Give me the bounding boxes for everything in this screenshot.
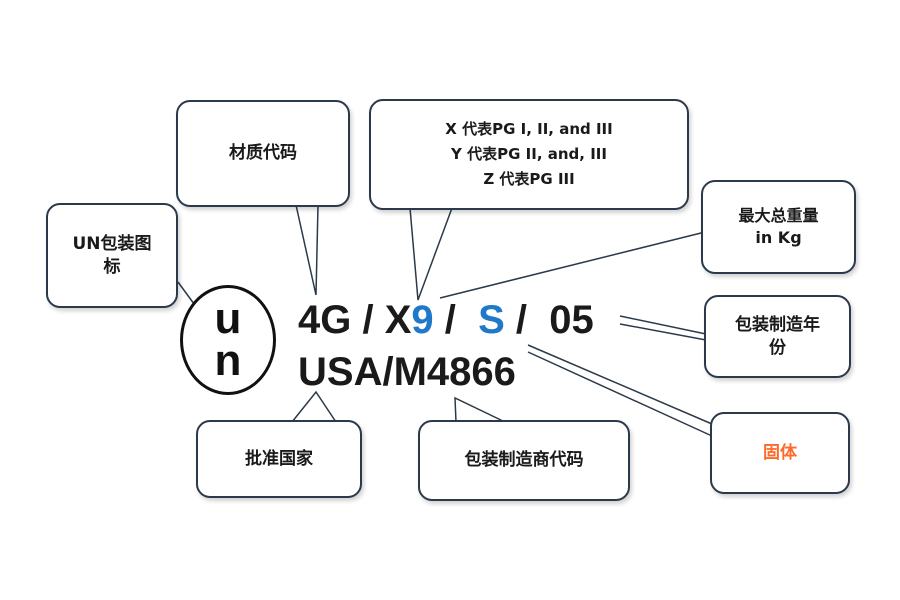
callout-country: 批准国家 bbox=[196, 420, 362, 498]
callout-gross-weight-line-1: 最大总重量 bbox=[738, 206, 819, 226]
code-material: 4G bbox=[298, 298, 352, 342]
un-symbol-letter-u: u bbox=[214, 294, 242, 344]
callout-packing-group-line-2: Y 代表PG II, and, III bbox=[451, 145, 607, 164]
callout-manufacturer-code-text: 包装制造商代码 bbox=[464, 450, 584, 471]
code-gross-weight: 9 bbox=[411, 298, 434, 342]
callout-packing-group-line-1: X 代表PG I, II, and III bbox=[445, 120, 613, 139]
callout-manufacture-year: 包装制造年 份 bbox=[704, 295, 851, 378]
code-separator-1: / bbox=[351, 298, 385, 342]
callout-gross-weight: 最大总重量 in Kg bbox=[701, 180, 856, 274]
callout-material-code: 材质代码 bbox=[176, 100, 350, 207]
callout-un-symbol-line-1: UN包装图 bbox=[72, 233, 152, 254]
code-packing-group: X bbox=[384, 298, 412, 342]
connector-year-a bbox=[619, 315, 707, 335]
connector-packing-group bbox=[409, 207, 453, 301]
callout-gross-weight-line-2: in Kg bbox=[755, 228, 802, 247]
callout-un-symbol: UN包装图 标 bbox=[46, 203, 178, 308]
callout-solid-text: 固体 bbox=[763, 442, 797, 463]
callout-packing-group: X 代表PG I, II, and III Y 代表PG II, and, II… bbox=[369, 99, 689, 210]
marking-code-line-1: 4G / X9 / S / 05 bbox=[298, 298, 594, 343]
un-symbol-letter-n: n bbox=[214, 336, 242, 385]
callout-year-line-1: 包装制造年 bbox=[735, 314, 820, 335]
code-separator-3: / bbox=[504, 298, 550, 342]
callout-year-line-2: 份 bbox=[769, 337, 786, 358]
connector-solid-a bbox=[527, 344, 713, 425]
callout-material-code-text: 材质代码 bbox=[229, 143, 297, 164]
code-separator-2: / bbox=[433, 298, 479, 342]
connector-manufacturer bbox=[454, 396, 506, 423]
connector-gross-weight bbox=[439, 231, 706, 299]
callout-solid: 固体 bbox=[710, 412, 850, 494]
callout-un-symbol-line-2: 标 bbox=[103, 256, 121, 277]
callout-packing-group-line-3: Z 代表PG III bbox=[483, 169, 575, 188]
marking-code-line-2: USA/M4866 bbox=[298, 350, 516, 394]
connector-country bbox=[291, 390, 337, 423]
code-year: 05 bbox=[549, 298, 594, 342]
connector-material bbox=[295, 204, 319, 296]
un-packaging-symbol: u n bbox=[180, 285, 276, 395]
callout-country-text: 批准国家 bbox=[245, 448, 313, 469]
code-solid: S bbox=[478, 298, 505, 342]
callout-manufacturer-code: 包装制造商代码 bbox=[418, 420, 630, 501]
connector-year-b bbox=[619, 323, 707, 341]
